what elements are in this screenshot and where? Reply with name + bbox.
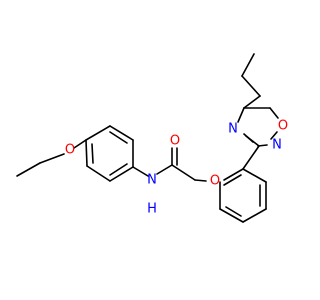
bond (257, 144, 268, 147)
bond (194, 179, 207, 182)
bond (39, 153, 65, 164)
bond (109, 131, 128, 144)
bond (223, 168, 244, 181)
bond (242, 168, 267, 183)
oxadiazole-oxygen-label: O (278, 119, 288, 134)
amide-hydrogen-label: H (147, 202, 157, 217)
bond (109, 163, 128, 176)
amide-nitrogen-label: N (147, 173, 157, 188)
bond (269, 107, 279, 119)
bond (85, 125, 111, 141)
bond (242, 145, 260, 170)
bond (241, 75, 261, 97)
bond (86, 165, 111, 182)
aryl-ether-oxygen-label: O (210, 174, 220, 189)
structure-canvas: O N H O O N O N (16, 53, 288, 223)
bond (85, 139, 88, 167)
bond (219, 208, 244, 223)
bond (156, 164, 173, 175)
bond (225, 206, 242, 217)
bond (109, 125, 134, 141)
bond (132, 166, 149, 177)
bond (223, 174, 242, 186)
bond (243, 133, 254, 143)
bond (270, 131, 278, 140)
ether-oxygen-label: O (65, 143, 75, 158)
bond (109, 166, 134, 182)
bond (237, 107, 245, 123)
oxadiazole-nitrogen-label: N (272, 138, 282, 153)
bond (171, 164, 196, 181)
bond (73, 139, 87, 149)
bond (242, 208, 267, 223)
bond (243, 95, 261, 109)
bond (91, 143, 94, 164)
bond (16, 162, 41, 177)
molecule-diagram: O N H O O N O N (16, 53, 289, 223)
carbonyl-oxygen-label: O (170, 134, 180, 149)
oxadiazole-nitrogen-label: N (228, 122, 238, 137)
bond (241, 53, 255, 77)
